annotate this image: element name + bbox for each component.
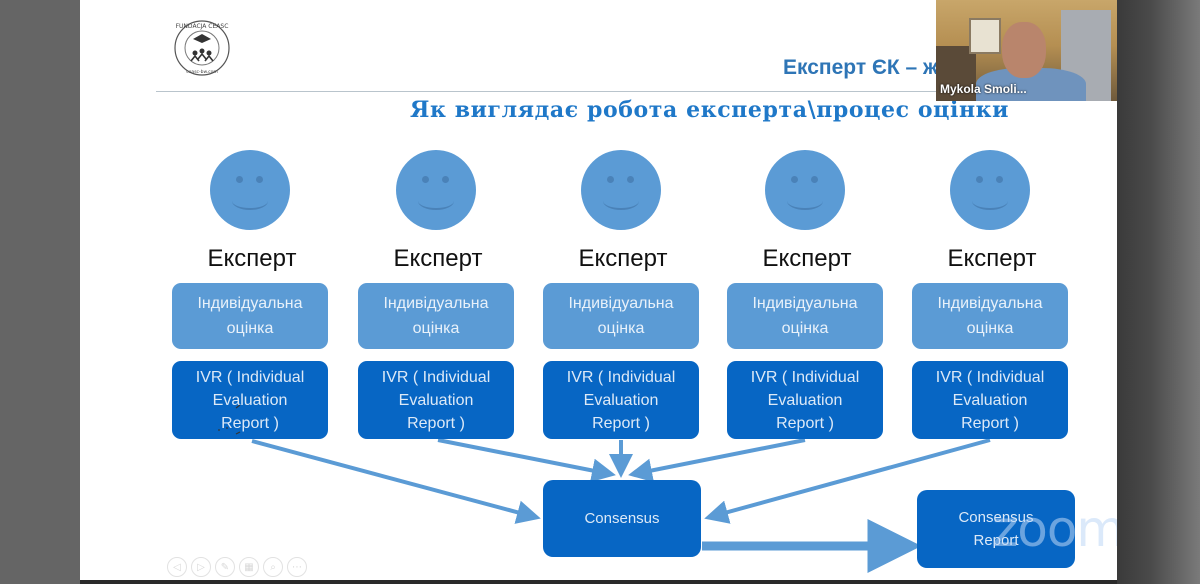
- participant-name: Mykola Smoli...: [940, 82, 1027, 96]
- individual-line-2: оцінка: [412, 320, 460, 337]
- individual-line-1: Індивідуальна: [383, 295, 489, 312]
- individual-line-2: оцінка: [597, 320, 645, 337]
- expert-label: Експерт: [947, 245, 1037, 272]
- header-divider: [156, 91, 1116, 92]
- expert-label: Експерт: [762, 245, 852, 272]
- arrow-expert-2-to-consensus: [437, 438, 616, 483]
- smiley-face-icon: [950, 150, 1030, 230]
- pen-icon: ✎: [220, 561, 230, 573]
- pen-button[interactable]: ✎: [215, 557, 235, 577]
- ivr-line-3: Report ): [221, 414, 279, 432]
- slides-grid-button[interactable]: ▦: [239, 557, 259, 577]
- individual-line-1: Індивідуальна: [937, 295, 1043, 312]
- expert-label: Експерт: [578, 245, 668, 272]
- slide-subtitle: Як виглядає робота експерта\процес оцінк…: [410, 97, 1010, 123]
- ivr-line-3: Report ): [776, 414, 834, 432]
- consensus-box: Consensus: [543, 480, 701, 557]
- magnifier-icon: ⌕: [270, 561, 276, 573]
- ivr-line-2: Evaluation: [583, 391, 659, 409]
- individual-assessment-box: Індивідуальна оцінка: [912, 283, 1068, 349]
- participant-avatar: [1002, 22, 1046, 78]
- bottom-edge: [80, 580, 1117, 584]
- previous-icon: ◁: [173, 561, 181, 573]
- individual-line-2: оцінка: [781, 320, 829, 337]
- logo-text-bottom: ceasc-bw.com: [186, 69, 218, 75]
- zoom-slide-button[interactable]: ⌕: [263, 557, 283, 577]
- individual-line-1: Індивідуальна: [568, 295, 674, 312]
- individual-line-1: Індивідуальна: [752, 295, 858, 312]
- individual-assessment-box: Індивідуальна оцінка: [727, 283, 883, 349]
- individual-assessment-box: Індивідуальна оцінка: [172, 283, 328, 349]
- ivr-line-3: Report ): [961, 414, 1019, 432]
- individual-assessment-box: Індивідуальна оцінка: [543, 283, 699, 349]
- slide-header-title: Експерт ЄК – ж: [783, 56, 938, 79]
- individual-line-2: оцінка: [226, 320, 274, 337]
- smiley-face-icon: [581, 150, 661, 230]
- consensus-report-line-1: Consensus: [958, 509, 1034, 526]
- more-icon: ⋯: [292, 561, 302, 573]
- consensus-report-box: Consensus Report: [917, 490, 1075, 568]
- ivr-line-1: IVR ( Individual: [750, 368, 860, 386]
- ivr-line-3: Report ): [407, 414, 465, 432]
- ivr-line-1: IVR ( Individual: [381, 368, 491, 386]
- ivr-line-2: Evaluation: [952, 391, 1028, 409]
- ivr-line-3: Report ): [592, 414, 650, 432]
- individual-assessment-box: Індивідуальна оцінка: [358, 283, 514, 349]
- pen-annotation-marks: [218, 404, 241, 435]
- previous-slide-button[interactable]: ◁: [167, 557, 187, 577]
- consensus-report-line-2: Report: [973, 532, 1019, 549]
- ivr-line-2: Evaluation: [398, 391, 474, 409]
- ivr-line-1: IVR ( Individual: [195, 368, 305, 386]
- ivr-line-1: IVR ( Individual: [566, 368, 676, 386]
- participant-video-tile[interactable]: Mykola Smoli...: [936, 0, 1117, 101]
- expert-label: Експерт: [207, 245, 297, 272]
- grid-icon: ▦: [244, 561, 254, 573]
- arrow-expert-4-to-consensus: [628, 438, 806, 483]
- next-icon: ▷: [197, 561, 205, 573]
- consensus-label: Consensus: [584, 510, 660, 527]
- left-margin: [0, 0, 80, 584]
- individual-line-1: Індивідуальна: [197, 295, 303, 312]
- logo-text-top: FUNDACJA CEASC: [176, 23, 229, 30]
- individual-line-2: оцінка: [966, 320, 1014, 337]
- presentation-controls: ◁ ▷ ✎ ▦ ⌕ ⋯: [167, 557, 307, 577]
- smiley-face-icon: [396, 150, 476, 230]
- smiley-face-icon: [765, 150, 845, 230]
- ivr-line-2: Evaluation: [212, 391, 288, 409]
- smiley-face-icon: [210, 150, 290, 230]
- arrow-expert-1-to-consensus: [251, 439, 541, 524]
- right-margin: [1117, 0, 1200, 584]
- more-options-button[interactable]: ⋯: [287, 557, 307, 577]
- ivr-line-1: IVR ( Individual: [935, 368, 1045, 386]
- next-slide-button[interactable]: ▷: [191, 557, 211, 577]
- ivr-line-2: Evaluation: [767, 391, 843, 409]
- expert-label: Експерт: [393, 245, 483, 272]
- fundacja-ceasc-logo: FUNDACJA CEASC ceasc-bw.com: [174, 20, 230, 76]
